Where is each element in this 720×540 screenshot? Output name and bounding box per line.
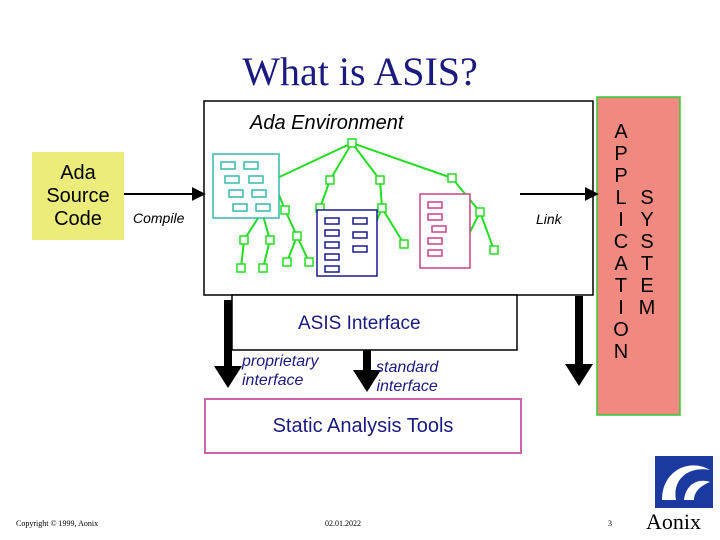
letter: E [640,275,654,297]
blue-compilation-unit [316,209,378,277]
letter: S [640,231,654,253]
application-letters: A P P L I C A T I O N [606,121,636,363]
letter: C [613,231,629,253]
slide-title: What is ASIS? [242,49,478,94]
teal-compilation-unit [212,153,280,219]
ada-environment-label: Ada Environment [250,112,404,134]
letter: O [613,319,629,341]
compile-label: Compile [133,210,185,226]
application-box [596,96,681,416]
letter: P [614,165,628,187]
link-label: Link [536,211,562,227]
letter: M [638,297,656,319]
label-line: interface [242,372,304,389]
footer-page-number: 3 [608,519,612,528]
letter: S [640,187,654,209]
letter: A [614,121,628,143]
static-analysis-tools-box [204,398,522,454]
footer-date: 02.01.2022 [325,519,361,528]
asis-interface-box [231,294,518,351]
letter: T [614,275,628,297]
letter: Y [640,209,654,231]
standard-interface-label: standard interface [376,358,438,396]
letter: L [615,187,627,209]
aonix-logo-mark [655,456,713,508]
source-line: Source [46,184,110,207]
proprietary-interface-label: proprietary interface [242,352,318,390]
magenta-compilation-unit [419,193,471,269]
letter: I [618,297,624,319]
application-arrow [565,296,593,386]
label-line: proprietary [242,353,319,370]
source-line: Code [54,207,102,230]
source-line: Ada [60,161,96,184]
letter: I [618,209,624,231]
static-analysis-tools-label: Static Analysis Tools [272,415,454,437]
letter: N [613,341,629,363]
ada-source-code-box: Ada Source Code [32,152,124,240]
letter: T [640,253,654,275]
letter: P [614,143,628,165]
footer-copyright: Copyright © 1999, Aonix [16,519,99,528]
label-line: standard [376,359,439,376]
asis-interface-label: ASIS Interface [298,313,421,334]
aonix-logo-text: Aonix [646,509,701,534]
standard-arrow [353,350,381,392]
proprietary-arrow [214,300,242,388]
letter: A [614,253,628,275]
label-line: interface [376,378,438,395]
system-letters: S Y S T E M [632,187,662,319]
